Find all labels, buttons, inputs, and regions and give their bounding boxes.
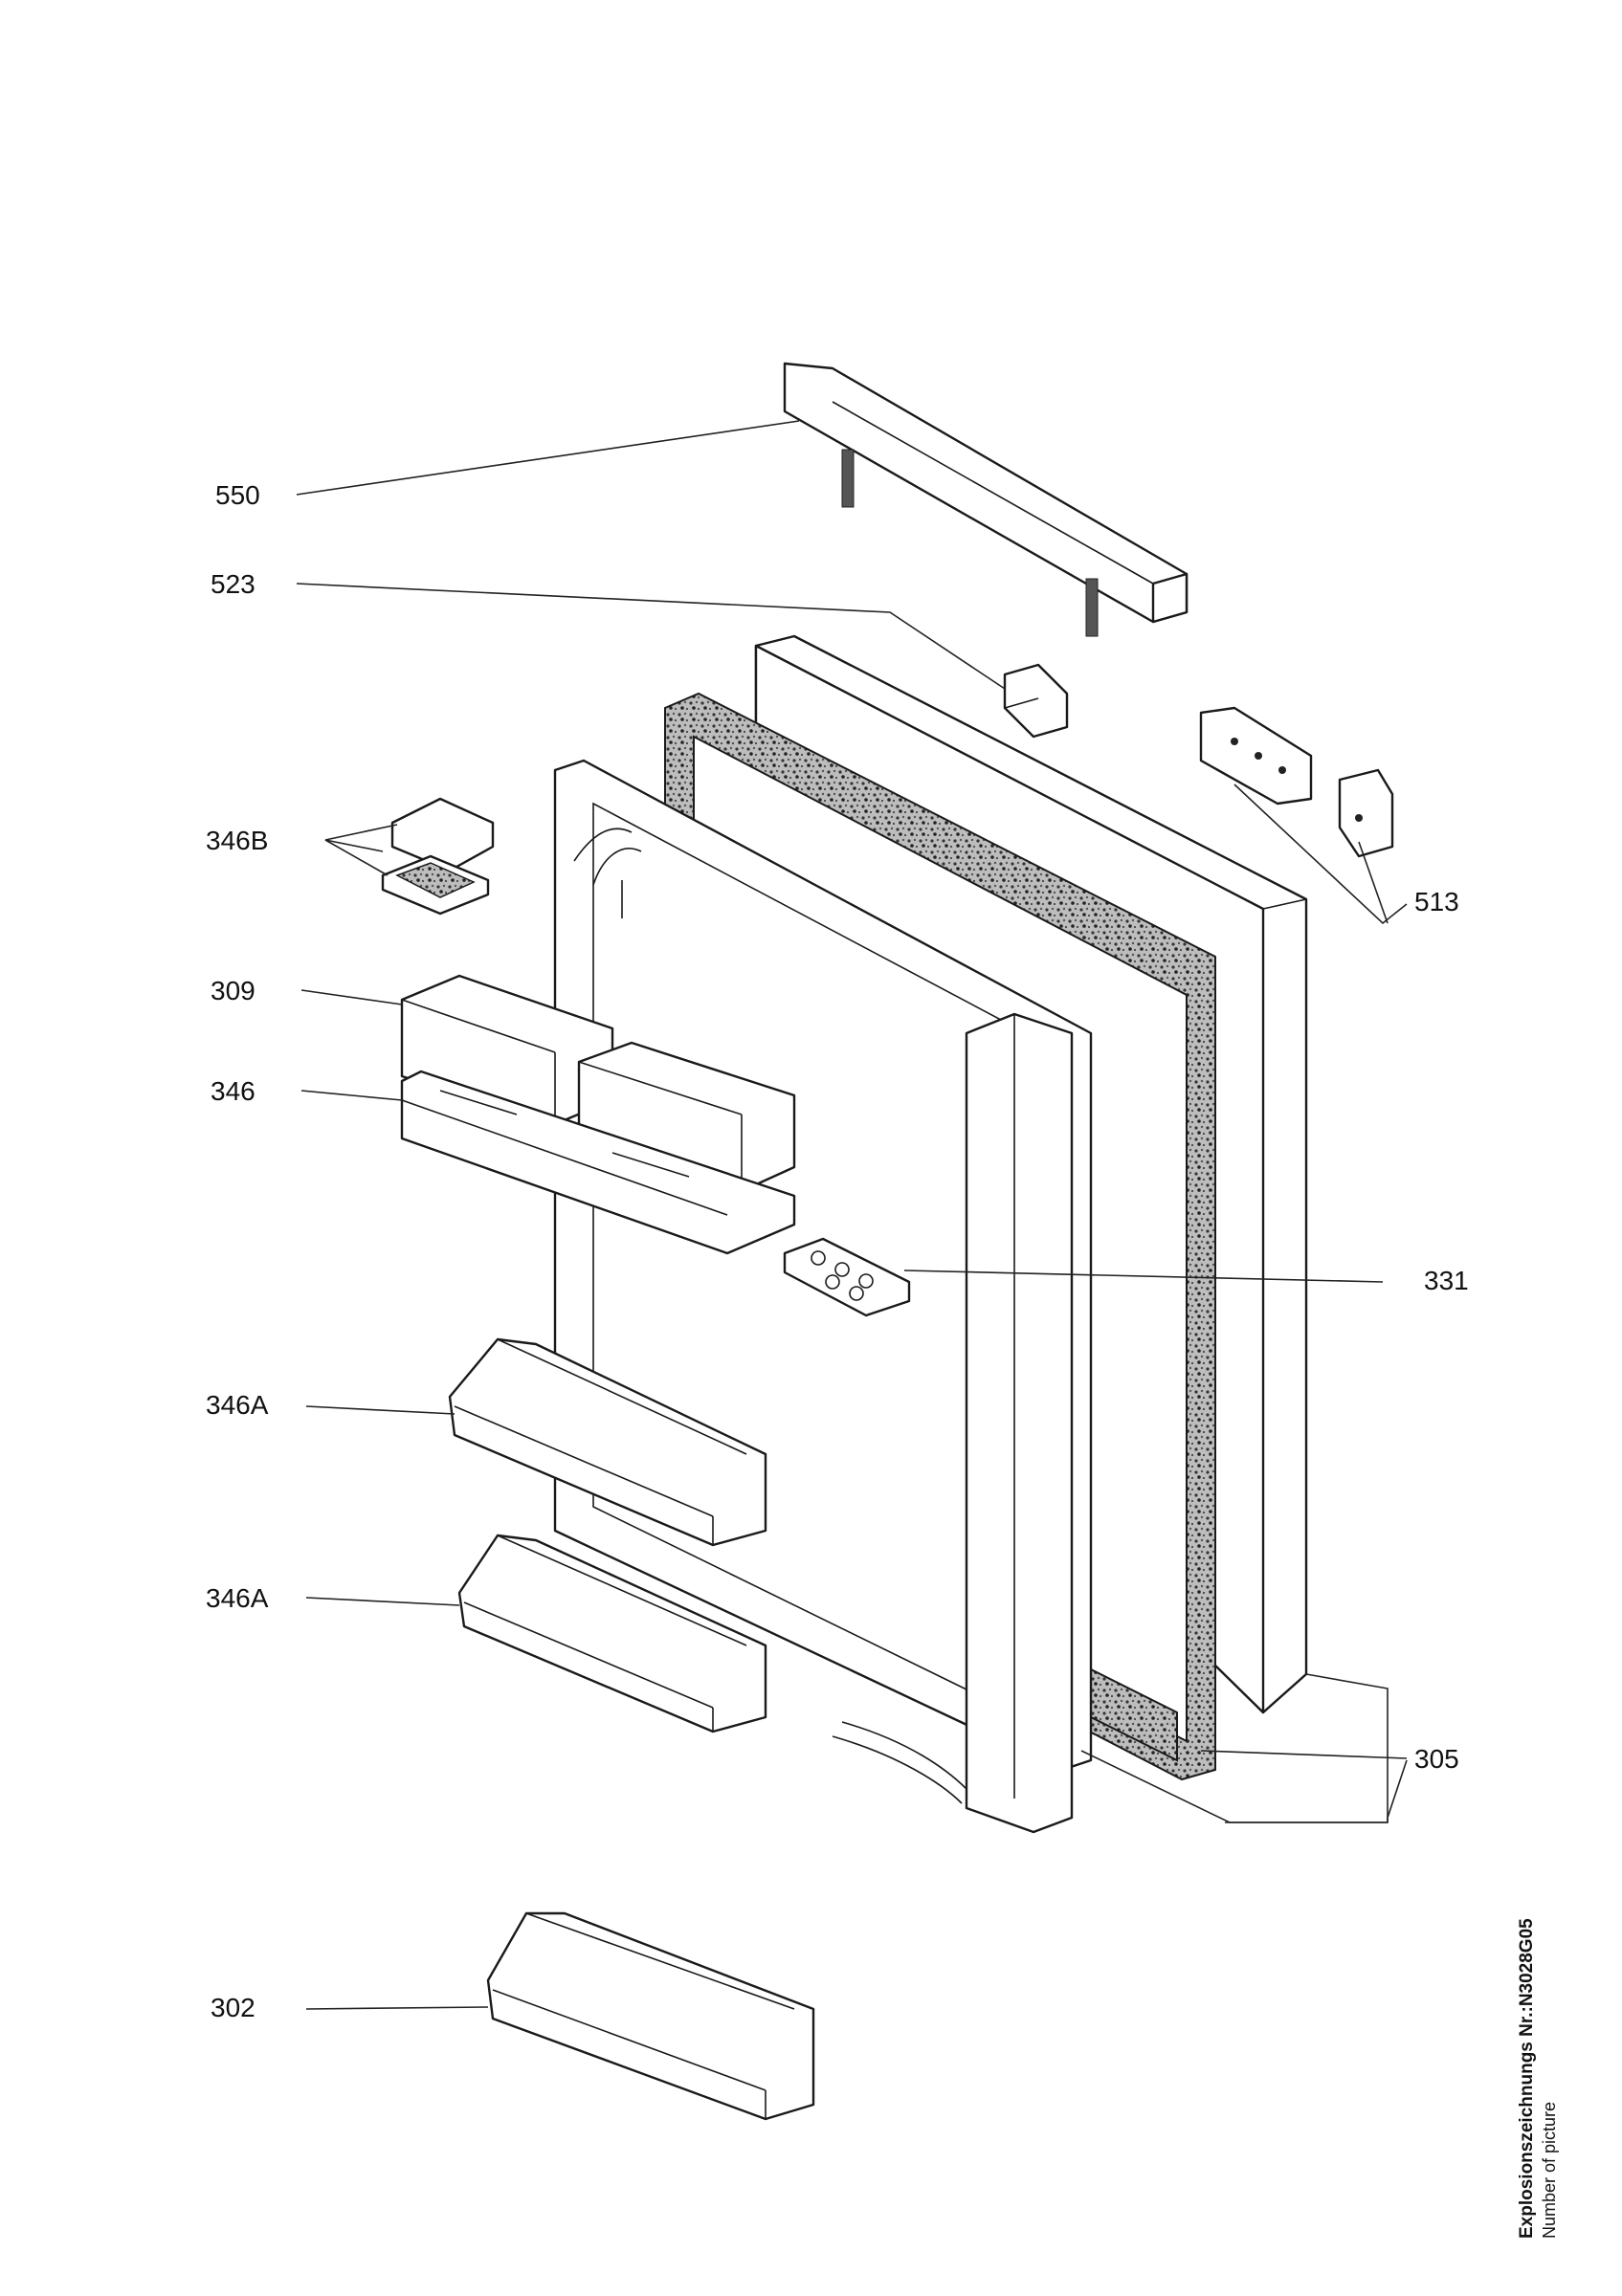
callout-309: 309 — [211, 976, 256, 1005]
drawing-number: Explosionszeichnungs Nr.:N3028G05 — [1517, 1918, 1537, 2239]
callout-346B: 346B — [206, 826, 268, 855]
picture-subtitle: Number of picture — [1540, 2101, 1559, 2239]
egg-tray-331 — [783, 1237, 911, 1317]
door-bin-346A-lower — [457, 1534, 767, 1733]
hinge-cover-523 — [1003, 663, 1069, 739]
leader-lines — [296, 420, 1408, 2010]
callout-331: 331 — [1424, 1266, 1469, 1295]
callout-523: 523 — [211, 569, 256, 599]
callout-346A-lower: 346A — [206, 1583, 269, 1613]
top-rail-550 — [783, 362, 1189, 637]
bottle-bin-302 — [486, 1911, 815, 2121]
door-shelf-346 — [400, 1070, 796, 1255]
callout-346A-upper: 346A — [206, 1390, 269, 1420]
callout-346: 346 — [211, 1076, 256, 1106]
callout-302: 302 — [211, 1993, 256, 2022]
dairy-lid-346B — [381, 797, 495, 916]
callout-550: 550 — [215, 480, 260, 510]
callout-305: 305 — [1414, 1744, 1459, 1774]
hinge-brackets-513 — [1199, 706, 1394, 858]
drawing-caption: Explosionszeichnungs Nr.:N3028G05 Number… — [1517, 1818, 1560, 2239]
door-handle-rail — [832, 1012, 1074, 1834]
callout-513: 513 — [1414, 887, 1459, 916]
door-bin-346A-upper — [448, 1337, 767, 1547]
